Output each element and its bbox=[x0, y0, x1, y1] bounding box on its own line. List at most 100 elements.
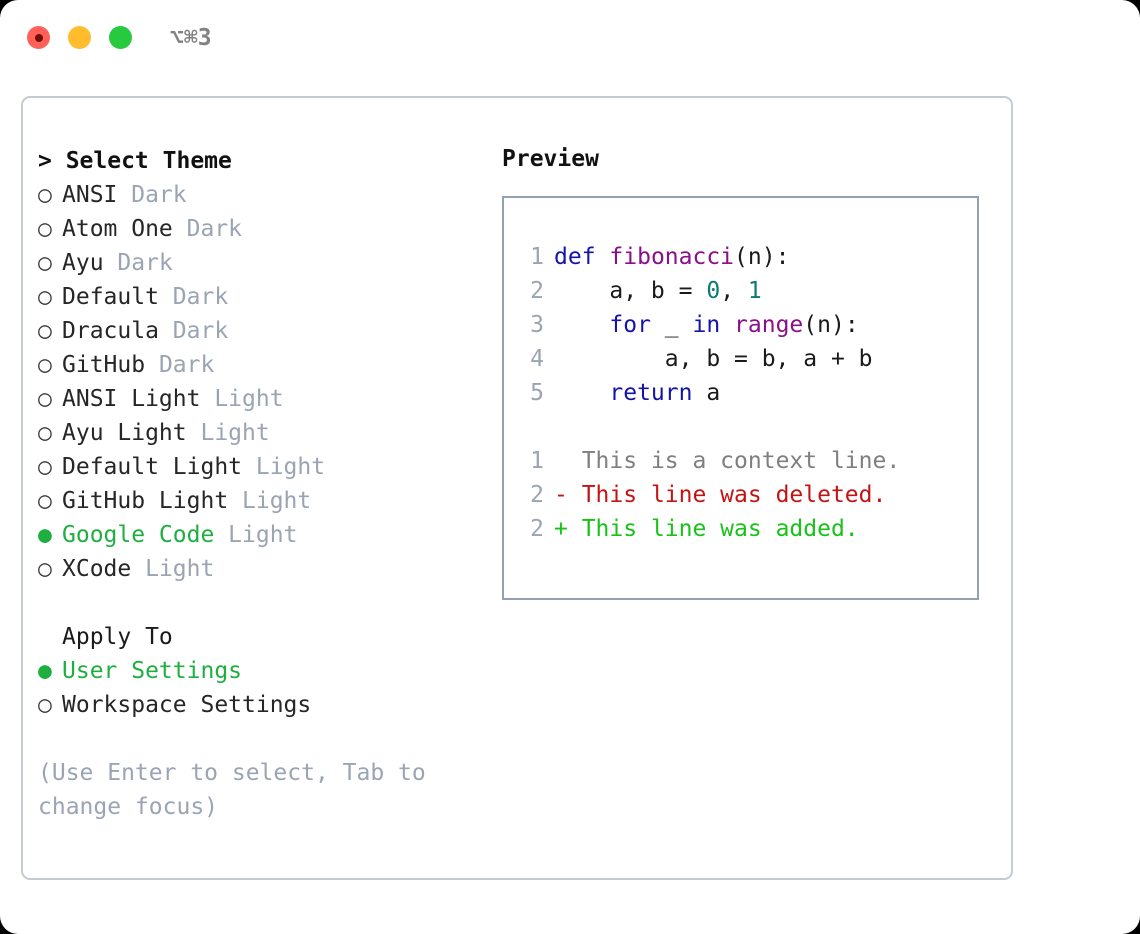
apply-to-heading: Apply To bbox=[62, 624, 173, 650]
minimize-window-icon[interactable] bbox=[68, 26, 91, 49]
maximize-window-icon[interactable] bbox=[109, 26, 132, 49]
theme-option-ayu-light[interactable]: ○Ayu Light Light bbox=[38, 416, 498, 450]
theme-variant-badge: Dark bbox=[158, 318, 229, 344]
apply-to-option-label: User Settings bbox=[62, 658, 243, 684]
code-token bbox=[596, 244, 610, 270]
theme-option-default[interactable]: ○Default Dark bbox=[38, 280, 498, 314]
radio-unselected-icon: ○ bbox=[38, 352, 52, 378]
diff-line-add: 2+ This line was added. bbox=[520, 512, 977, 546]
radio-unselected-icon: ○ bbox=[38, 454, 52, 480]
code-line: 3 for _ in range(n): bbox=[520, 308, 977, 342]
diff-text: This line was added. bbox=[581, 516, 859, 542]
diff-text: This is a context line. bbox=[581, 448, 901, 474]
code-token: 0 bbox=[706, 278, 721, 304]
theme-option-google-code[interactable]: ●Google Code Light bbox=[38, 518, 498, 552]
theme-variant-badge: Dark bbox=[145, 352, 215, 378]
theme-option-label: ANSI bbox=[62, 182, 118, 208]
code-token: return bbox=[609, 380, 693, 406]
radio-unselected-icon: ○ bbox=[38, 284, 52, 310]
apply-to-option-user-settings[interactable]: ●User Settings bbox=[38, 654, 498, 688]
line-number: 1 bbox=[530, 448, 544, 474]
radio-unselected-icon: ○ bbox=[38, 692, 52, 718]
radio-unselected-icon: ○ bbox=[38, 318, 52, 344]
theme-variant-badge: Dark bbox=[103, 250, 173, 276]
title-bar: ⌥⌘3 bbox=[0, 0, 1140, 76]
code-token: , bbox=[720, 278, 748, 304]
code-token bbox=[554, 312, 609, 338]
theme-option-label: Dracula bbox=[62, 318, 159, 344]
theme-option-ayu[interactable]: ○ Ayu Dark bbox=[38, 246, 498, 280]
theme-option-label: GitHub Light bbox=[62, 488, 229, 514]
line-number: 5 bbox=[530, 380, 544, 406]
line-number: 2 bbox=[530, 278, 544, 304]
code-line: 5 return a bbox=[520, 376, 977, 410]
theme-option-default-light[interactable]: ○ Default Light Light bbox=[38, 450, 498, 484]
radio-unselected-icon: ○ bbox=[38, 250, 52, 276]
diff-marker: + bbox=[554, 516, 582, 542]
keyboard-hint-text: (Use Enter to select, Tab to change focu… bbox=[38, 760, 426, 820]
code-token: (n): bbox=[803, 312, 859, 338]
preview-heading: Preview bbox=[502, 146, 599, 172]
code-token: in bbox=[692, 312, 721, 338]
theme-option-label: Ayu bbox=[62, 250, 104, 276]
code-token: a, b = b, a + b bbox=[554, 346, 873, 372]
code-line: 2 a, b = 0, 1 bbox=[520, 274, 977, 308]
apply-to-option-list: ●User Settings○Workspace Settings bbox=[38, 654, 498, 722]
theme-option-xcode[interactable]: ○XCode Light bbox=[38, 552, 498, 586]
theme-option-label: ANSI Light bbox=[62, 386, 201, 412]
apply-to-option-workspace-settings[interactable]: ○Workspace Settings bbox=[38, 688, 498, 722]
main-panel: > Select Theme ○ANSI Dark○Atom One Dark○… bbox=[21, 96, 1013, 880]
diff-line-ctx: 1 This is a context line. bbox=[520, 444, 977, 478]
theme-option-github-light[interactable]: ○GitHub Light Light bbox=[38, 484, 498, 518]
diff-marker: - bbox=[554, 482, 582, 508]
spacer bbox=[520, 410, 977, 444]
select-theme-heading: > Select Theme bbox=[38, 148, 232, 174]
theme-option-label: Default Light bbox=[62, 454, 243, 480]
theme-option-label: Atom One bbox=[62, 216, 173, 242]
theme-option-dracula[interactable]: ○ Dracula Dark bbox=[38, 314, 498, 348]
spacer bbox=[38, 586, 498, 620]
code-token: fibonacci bbox=[609, 244, 735, 270]
close-window-icon[interactable] bbox=[27, 26, 50, 49]
code-token: def bbox=[554, 244, 596, 270]
theme-selection-column: > Select Theme ○ANSI Dark○Atom One Dark○… bbox=[38, 144, 498, 824]
theme-option-github[interactable]: ○GitHub Dark bbox=[38, 348, 498, 382]
code-token bbox=[720, 312, 734, 338]
code-line: 4 a, b = b, a + b bbox=[520, 342, 977, 376]
code-token: a, b = bbox=[554, 278, 707, 304]
traffic-light-controls bbox=[27, 26, 132, 49]
radio-selected-icon: ● bbox=[38, 522, 52, 548]
theme-option-ansi-light[interactable]: ○ANSI Light Light bbox=[38, 382, 498, 416]
code-token bbox=[554, 380, 609, 406]
theme-option-label: Ayu Light bbox=[62, 420, 187, 446]
code-token: range bbox=[734, 312, 804, 338]
code-token: _ bbox=[650, 312, 693, 338]
radio-unselected-icon: ○ bbox=[38, 182, 52, 208]
theme-variant-badge: Light bbox=[242, 454, 326, 480]
line-number: 1 bbox=[530, 244, 544, 270]
code-token: for bbox=[609, 312, 651, 338]
theme-variant-badge: Light bbox=[186, 420, 270, 446]
diff-marker bbox=[554, 448, 582, 474]
keyboard-shortcut-label: ⌥⌘3 bbox=[170, 25, 212, 51]
radio-unselected-icon: ○ bbox=[38, 488, 52, 514]
radio-unselected-icon: ○ bbox=[38, 556, 52, 582]
theme-variant-badge: Light bbox=[214, 522, 298, 548]
diff-line-del: 2- This line was deleted. bbox=[520, 478, 977, 512]
code-token: 1 bbox=[747, 278, 762, 304]
theme-option-label: Default bbox=[62, 284, 159, 310]
line-number: 4 bbox=[530, 346, 544, 372]
line-number: 3 bbox=[530, 312, 544, 338]
radio-unselected-icon: ○ bbox=[38, 386, 52, 412]
radio-unselected-icon: ○ bbox=[38, 216, 52, 242]
theme-variant-badge: Dark bbox=[172, 216, 243, 242]
line-number: 2 bbox=[530, 482, 544, 508]
theme-option-atom-one[interactable]: ○ Atom One Dark bbox=[38, 212, 498, 246]
theme-option-ansi[interactable]: ○ ANSI Dark bbox=[38, 178, 498, 212]
theme-variant-badge: Dark bbox=[117, 182, 187, 208]
